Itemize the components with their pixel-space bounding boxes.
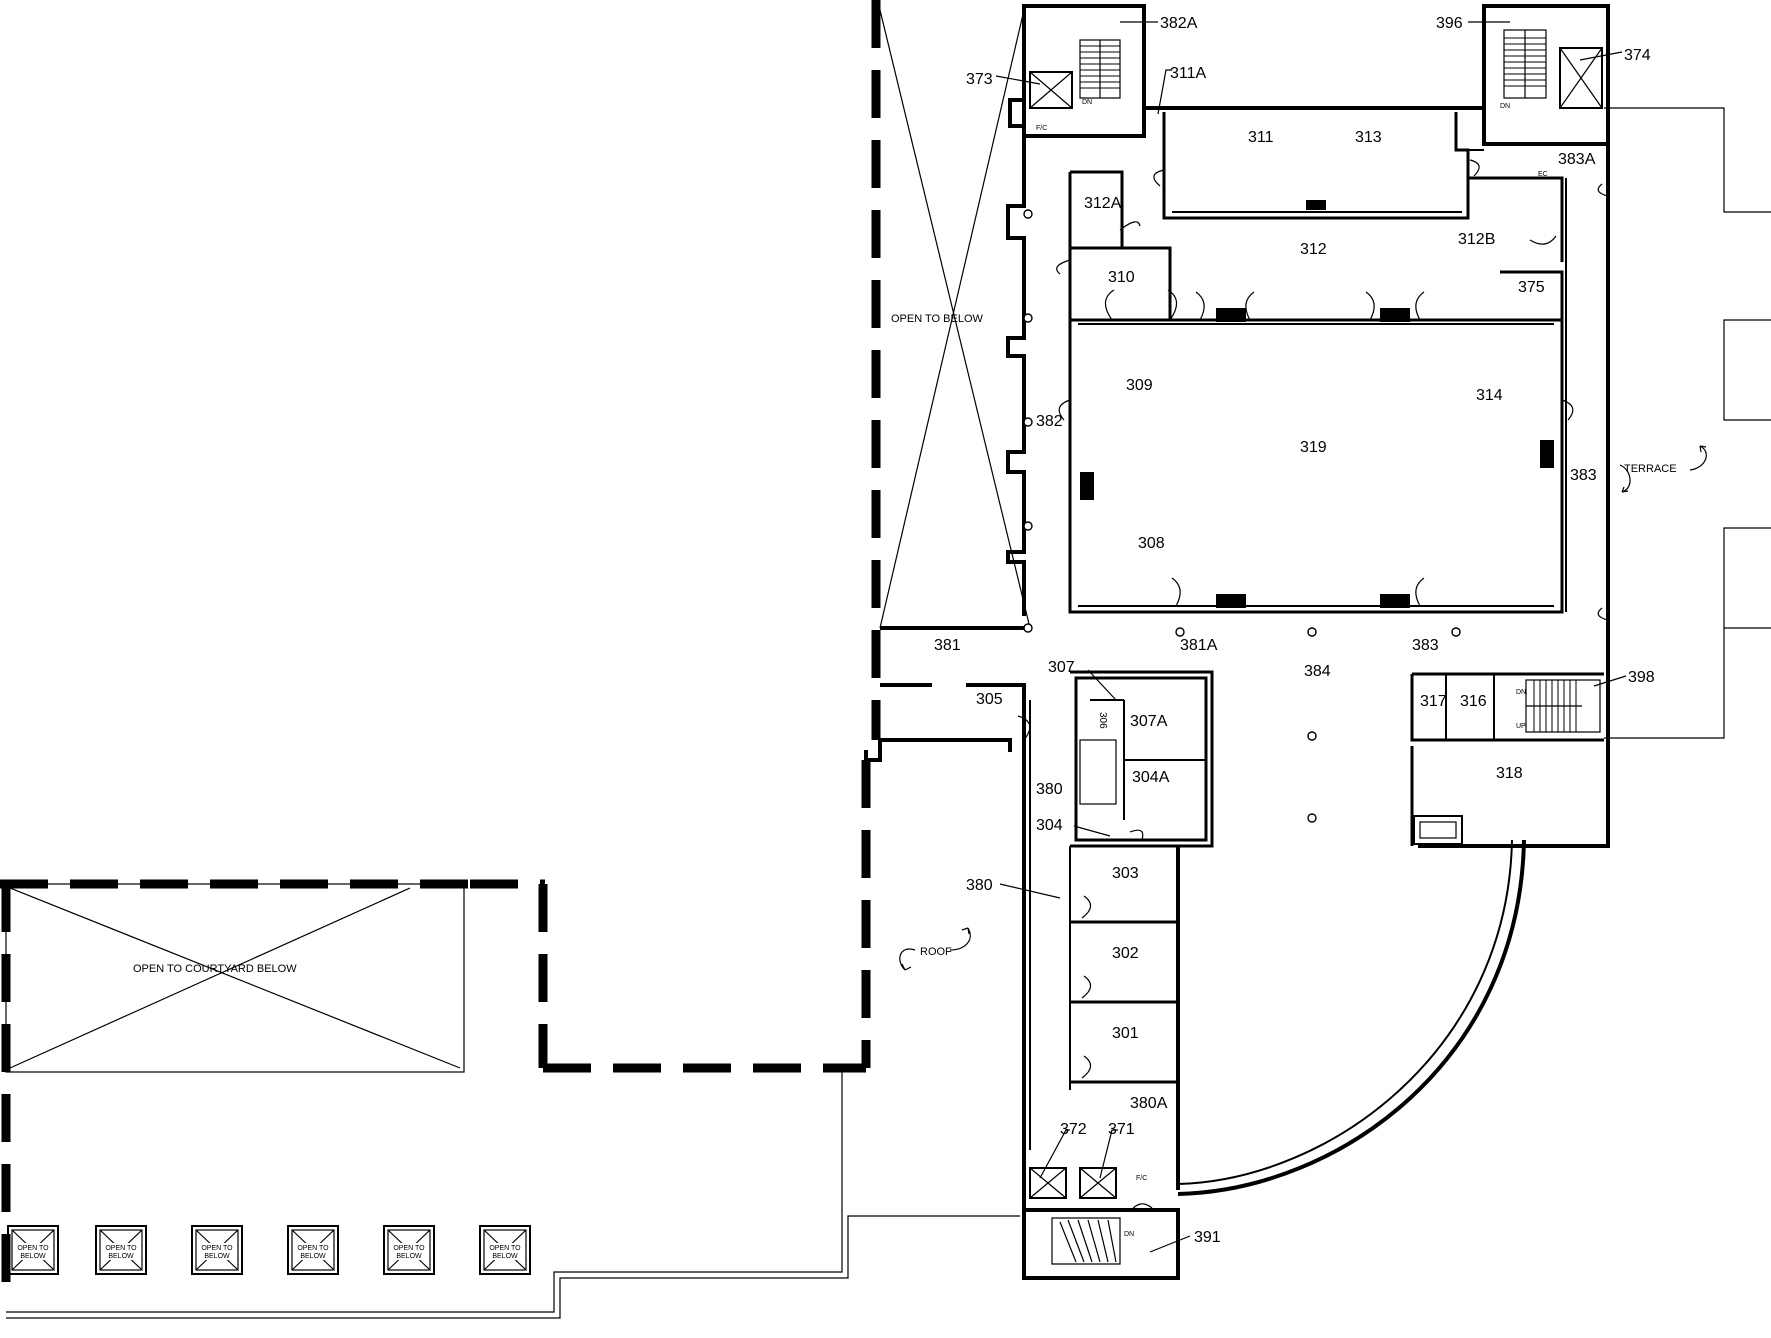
room-308: 308 xyxy=(1138,535,1165,552)
room-319: 319 xyxy=(1300,439,1327,456)
room-381: 381 xyxy=(934,637,961,654)
room-373: 373 xyxy=(966,71,993,88)
room-303: 303 xyxy=(1112,865,1139,882)
svg-text:BELOW: BELOW xyxy=(20,1253,46,1260)
open-to-below-boundary xyxy=(0,0,881,1300)
room-312A: 312A xyxy=(1084,195,1122,212)
atrium-open-to-below: OPEN TO BELOW xyxy=(879,9,1031,629)
room-380: 380 xyxy=(1036,781,1063,798)
room-312: 312 xyxy=(1300,241,1327,258)
room-313: 313 xyxy=(1355,129,1382,146)
room-382A: 382A xyxy=(1160,15,1198,32)
room-374: 374 xyxy=(1624,47,1651,64)
svg-text:F/C: F/C xyxy=(1136,1175,1147,1182)
svg-text:DN: DN xyxy=(1516,689,1526,696)
svg-text:BELOW: BELOW xyxy=(204,1253,230,1260)
svg-text:BELOW: BELOW xyxy=(108,1253,134,1260)
stairs: DN DN DN UP DN xyxy=(1051,29,1601,1265)
room-304: 304 xyxy=(1036,817,1063,834)
wall-cabinets xyxy=(1080,200,1554,608)
svg-text:EC: EC xyxy=(1538,171,1548,178)
svg-text:OPEN TO: OPEN TO xyxy=(17,1245,49,1252)
room-375: 375 xyxy=(1518,279,1545,296)
svg-text:UP: UP xyxy=(1516,723,1526,730)
room-384: 384 xyxy=(1304,663,1331,680)
room-306: 306 xyxy=(1097,712,1108,729)
door-swings xyxy=(1017,159,1609,1213)
open-to-below-label: OPEN TO BELOW xyxy=(891,313,984,325)
terrace-outline: TERRACE xyxy=(1604,107,1771,739)
room-307: 307 xyxy=(1048,659,1075,676)
columns xyxy=(1023,209,1461,823)
svg-text:F/C: F/C xyxy=(1036,125,1047,132)
room-310: 310 xyxy=(1108,269,1135,286)
room-382: 382 xyxy=(1036,413,1063,430)
room-314: 314 xyxy=(1476,387,1503,404)
svg-text:BELOW: BELOW xyxy=(492,1253,518,1260)
room-301: 301 xyxy=(1112,1025,1139,1042)
room-391: 391 xyxy=(1194,1229,1221,1246)
room-371: 371 xyxy=(1108,1121,1135,1138)
terrace-label: TERRACE xyxy=(1624,463,1677,475)
room-383-corridor: 383 xyxy=(1412,637,1439,654)
skylights: OPEN TO BELOW OPEN TO BELOW OPEN TO BELO… xyxy=(7,1225,531,1275)
room-380-corridor: 380 xyxy=(966,877,993,894)
courtyard-open-to-below: OPEN TO COURTYARD BELOW xyxy=(5,883,465,1073)
interior-walls xyxy=(1029,112,1604,1150)
svg-text:OPEN TO: OPEN TO xyxy=(393,1245,425,1252)
skylight: OPEN TO BELOW xyxy=(383,1225,435,1275)
room-305: 305 xyxy=(976,691,1003,708)
svg-text:OPEN TO: OPEN TO xyxy=(297,1245,329,1252)
room-labels: 382A 396 374 373 311A 311 313 383A 312A … xyxy=(934,15,1655,1246)
room-383A: 383A xyxy=(1558,151,1596,168)
svg-text:OPEN TO: OPEN TO xyxy=(105,1245,137,1252)
room-316: 316 xyxy=(1460,693,1487,710)
room-302: 302 xyxy=(1112,945,1139,962)
room-398: 398 xyxy=(1628,669,1655,686)
room-381A: 381A xyxy=(1180,637,1218,654)
abbreviations: F/C EC F/C xyxy=(1036,125,1548,1182)
building-walls xyxy=(864,4,1610,1280)
skylight: OPEN TO BELOW xyxy=(287,1225,339,1275)
roof-parapet: ROOF xyxy=(6,927,1020,1319)
leader-lines xyxy=(995,21,1627,1253)
room-307A: 307A xyxy=(1130,713,1168,730)
svg-text:OPEN TO: OPEN TO xyxy=(201,1245,233,1252)
svg-text:OPEN TO: OPEN TO xyxy=(489,1245,521,1252)
room-312B: 312B xyxy=(1458,231,1495,248)
room-317: 317 xyxy=(1420,693,1447,710)
room-309: 309 xyxy=(1126,377,1153,394)
svg-text:DN: DN xyxy=(1082,99,1092,106)
room-311: 311 xyxy=(1248,129,1274,146)
room-304A: 304A xyxy=(1132,769,1170,786)
room-383: 383 xyxy=(1570,467,1597,484)
skylight: OPEN TO BELOW xyxy=(479,1225,531,1275)
skylight: OPEN TO BELOW xyxy=(191,1225,243,1275)
skylight: OPEN TO BELOW xyxy=(7,1225,59,1275)
svg-text:BELOW: BELOW xyxy=(396,1253,422,1260)
elevators xyxy=(1029,47,1603,1199)
svg-text:DN: DN xyxy=(1500,103,1510,110)
roof-label: ROOF xyxy=(920,946,952,958)
room-318: 318 xyxy=(1496,765,1523,782)
svg-text:DN: DN xyxy=(1124,1231,1134,1238)
skylight: OPEN TO BELOW xyxy=(95,1225,147,1275)
svg-text:BELOW: BELOW xyxy=(300,1253,326,1260)
courtyard-label: OPEN TO COURTYARD BELOW xyxy=(133,963,297,975)
room-380A: 380A xyxy=(1130,1095,1168,1112)
room-396: 396 xyxy=(1436,15,1463,32)
room-311A: 311A xyxy=(1170,65,1207,82)
room-372: 372 xyxy=(1060,1121,1087,1138)
